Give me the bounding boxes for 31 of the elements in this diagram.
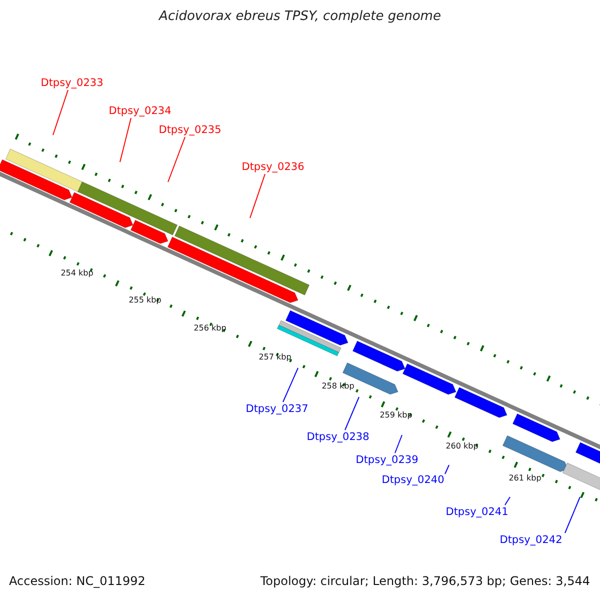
leader-line	[120, 118, 132, 162]
leader-line	[344, 396, 360, 430]
leader-line	[168, 136, 186, 182]
gene-label: Dtpsy_0234	[108, 105, 172, 117]
tick-label: 259 kbp	[380, 410, 412, 420]
title: Acidovorax ebreus TPSY, complete genome	[158, 9, 442, 24]
gene-label: Dtpsy_0239	[356, 454, 418, 466]
tick-label: 261 kbp	[508, 474, 542, 482]
tick-label: 257 kbp	[258, 352, 292, 362]
tick-label: 255 kbp	[128, 296, 162, 304]
tick-label: 254 kbp	[60, 268, 94, 278]
gene-label: Dtpsy_0233	[40, 77, 104, 89]
tick-label: 258 kbp	[322, 382, 354, 390]
gene-label: Dtpsy_0242	[500, 534, 562, 546]
leader-line	[564, 496, 580, 534]
gene-label: Dtpsy_0238	[306, 431, 370, 443]
leader-line	[52, 90, 68, 136]
genome-info: Topology: circular; Length: 3,796,573 bp; Genes: 3,544	[260, 574, 590, 588]
tick-label: 260 kbp	[446, 442, 478, 450]
gene-label: Dtpsy_0240	[382, 474, 444, 486]
tick-label: 256 kbp	[194, 324, 226, 332]
leader-line	[282, 368, 298, 402]
accession-label: Accession: NC_011992	[9, 574, 146, 588]
leader-line	[504, 496, 510, 506]
gene-label: Dtpsy_0236	[242, 161, 304, 173]
leader-line	[394, 434, 402, 454]
gene-label: Dtpsy_0235	[158, 124, 222, 136]
leader-line	[250, 174, 266, 218]
leader-line	[444, 464, 450, 474]
gene-label: Dtpsy_0241	[446, 506, 508, 518]
gene-label: Dtpsy_0237	[246, 403, 308, 415]
